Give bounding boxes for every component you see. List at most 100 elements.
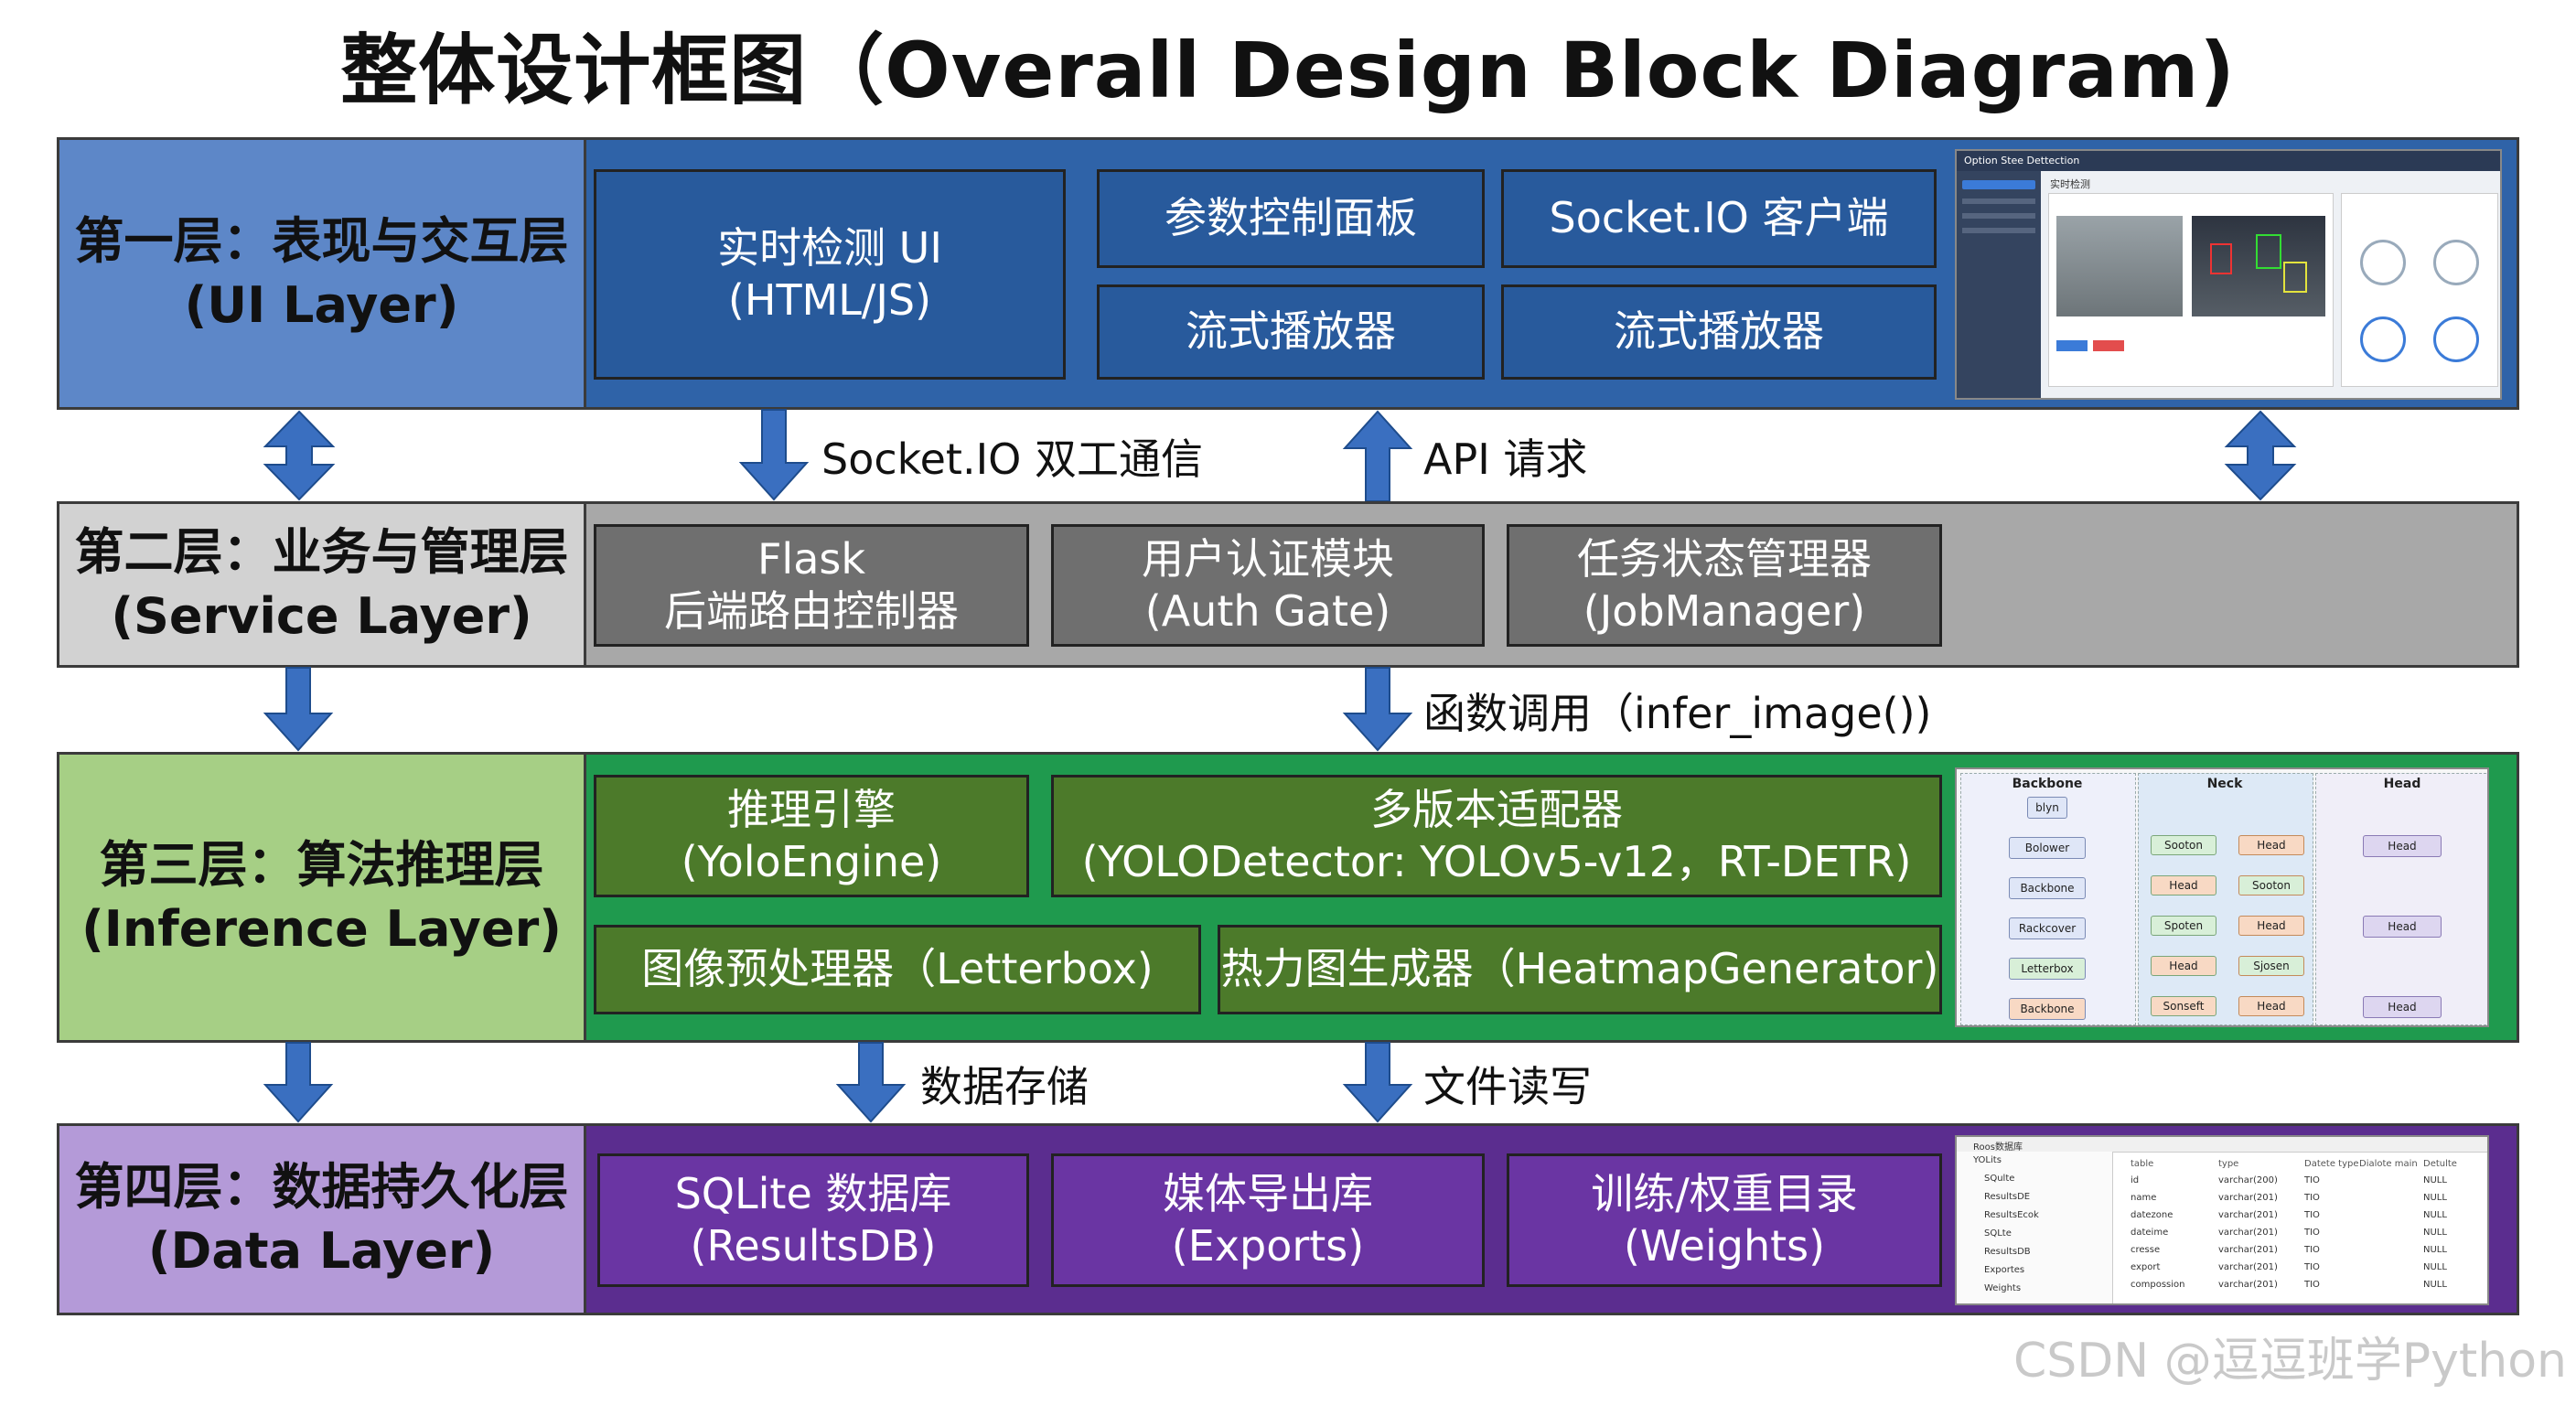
box-line1: SQLite 数据库 xyxy=(674,1168,952,1218)
gauge-icon xyxy=(2433,316,2479,362)
db-cell: compossion xyxy=(2131,1280,2185,1290)
stream-player-box-1: 流式播放器 xyxy=(1097,284,1485,380)
thumb-button xyxy=(2056,340,2088,351)
db-column-header: Datete type xyxy=(2304,1159,2359,1169)
db-toolbar xyxy=(1957,1137,2487,1153)
data-layer-name: 第四层：数据持久化层 xyxy=(74,1157,569,1216)
net-column-panel xyxy=(2315,773,2487,1025)
box-line2: (YOLODetector: YOLOv5-v12，RT-DETR) xyxy=(1081,837,1912,886)
ui-layer-name: 第一层：表现与交互层 xyxy=(74,211,569,270)
inference-layer-sub: (Inference Layer) xyxy=(81,900,562,958)
db-cell: NULL xyxy=(2423,1280,2447,1290)
media-exports-box: 媒体导出库 (Exports) xyxy=(1051,1153,1485,1287)
inference-layer-label: 第三层：算法推理层 (Inference Layer) xyxy=(59,755,586,1040)
heatmap-generator-box: 热力图生成器（HeatmapGenerator) xyxy=(1218,925,1942,1014)
service-layer-label: 第二层：业务与管理层 (Service Layer) xyxy=(59,504,586,665)
db-tree-item: Weights xyxy=(1984,1283,2022,1293)
box-line2: (Auth Gate) xyxy=(1144,586,1391,636)
store-arrow-label: 数据存储 xyxy=(920,1062,1089,1111)
thumb-gauge-panel xyxy=(2341,193,2498,387)
db-cell: NULL xyxy=(2423,1228,2447,1238)
down-arrow-store xyxy=(835,1042,907,1123)
gauge-icon xyxy=(2360,316,2406,362)
neck-node: Head xyxy=(2151,956,2216,976)
db-tree-item: SQulte xyxy=(1984,1174,2015,1184)
net-column-title: Backbone xyxy=(2012,777,2083,791)
realtime-ui-box: 实时检测 UI (HTML/JS) xyxy=(594,169,1066,380)
head-node: Head xyxy=(2363,996,2442,1018)
db-cell: dateime xyxy=(2131,1228,2169,1238)
db-tree-item: Exportes xyxy=(1984,1265,2025,1275)
box-line1: 推理引擎 xyxy=(727,784,896,834)
db-column-header: Dialote main xyxy=(2359,1159,2418,1169)
thumb-bbox xyxy=(2256,234,2281,269)
thumb-sidebar-item xyxy=(1962,228,2035,233)
db-cell: NULL xyxy=(2423,1210,2447,1220)
thumb-bbox xyxy=(2283,262,2307,293)
neck-node: Head xyxy=(2238,835,2304,855)
db-cell: NULL xyxy=(2423,1262,2447,1272)
db-tree-item: YOLits xyxy=(1973,1155,2002,1165)
down-arrow-socket xyxy=(738,409,810,501)
backbone-node: Backbone xyxy=(2009,998,2086,1020)
thumb-video-panel xyxy=(2048,193,2334,387)
neck-node: Sooton xyxy=(2238,875,2304,896)
ui-layer-sub: (UI Layer) xyxy=(184,276,459,334)
db-cell: TIO xyxy=(2304,1228,2320,1238)
ui-screenshot-thumbnail: Option Stee Dettection 实时检测 xyxy=(1955,149,2502,400)
inference-layer-name: 第三层：算法推理层 xyxy=(99,835,544,894)
db-cell: TIO xyxy=(2304,1280,2320,1290)
box-line2: (ResultsDB) xyxy=(690,1221,937,1271)
yolo-engine-box: 推理引擎 (YoloEngine) xyxy=(594,775,1029,897)
box-line1: 任务状态管理器 xyxy=(1577,533,1872,584)
box-line2: (JobManager) xyxy=(1583,586,1866,636)
neck-node: Sonseft xyxy=(2151,996,2216,1016)
db-cell: datezone xyxy=(2131,1210,2174,1220)
box-line1: 媒体导出库 xyxy=(1163,1168,1373,1218)
db-cell: id xyxy=(2131,1175,2140,1185)
thumb-video-detected xyxy=(2192,216,2325,316)
thumb-sidebar-active xyxy=(1962,180,2035,189)
param-panel-box: 参数控制面板 xyxy=(1097,169,1485,268)
box-line2: (Exports) xyxy=(1171,1221,1365,1271)
ui-layer-label: 第一层：表现与交互层 (UI Layer) xyxy=(59,140,586,407)
weights-dir-box: 训练/权重目录 (Weights) xyxy=(1507,1153,1942,1287)
db-cell: varchar(201) xyxy=(2218,1193,2278,1203)
sqlite-db-box: SQLite 数据库 (ResultsDB) xyxy=(597,1153,1029,1287)
box-line1: Socket.IO 客户端 xyxy=(1549,193,1889,243)
box-line1: 流式播放器 xyxy=(1186,306,1396,357)
db-root: Roos数据库 xyxy=(1973,1142,2023,1153)
multi-version-adapter-box: 多版本适配器 (YOLODetector: YOLOv5-v12，RT-DETR… xyxy=(1051,775,1942,897)
up-arrow-api xyxy=(1342,410,1413,502)
bidirectional-arrow-right xyxy=(2224,410,2297,501)
socket-arrow-label: Socket.IO 双工通信 xyxy=(821,434,1203,484)
ui-layer: 第一层：表现与交互层 (UI Layer) 实时检测 UI (HTML/JS) … xyxy=(57,137,2519,410)
db-column-header: Detulte xyxy=(2423,1159,2457,1169)
db-tree-item: ResultsDB xyxy=(1984,1247,2031,1257)
db-tree-item: SQLte xyxy=(1984,1228,2012,1239)
backbone-node: Letterbox xyxy=(2009,958,2086,980)
page-title: 整体设计框图（Overall Design Block Diagram) xyxy=(340,26,2236,115)
box-line1: 训练/权重目录 xyxy=(1591,1168,1858,1218)
db-cell: varchar(201) xyxy=(2218,1210,2278,1220)
db-cell: varchar(201) xyxy=(2218,1245,2278,1255)
db-cell: TIO xyxy=(2304,1262,2320,1272)
down-arrow-left-2 xyxy=(263,667,334,752)
data-layer-body: SQLite 数据库 (ResultsDB) 媒体导出库 (Exports) 训… xyxy=(586,1126,2517,1313)
neck-node: Head xyxy=(2238,996,2304,1016)
db-column-header: type xyxy=(2218,1159,2239,1169)
box-line1: Flask xyxy=(757,533,866,584)
box-line1: 参数控制面板 xyxy=(1165,193,1417,243)
infer-arrow-label: 函数调用（infer_image()) xyxy=(1423,689,1932,738)
job-manager-box: 任务状态管理器 (JobManager) xyxy=(1507,524,1942,647)
thumb-sidebar-item xyxy=(1962,198,2035,204)
down-arrow-file xyxy=(1342,1042,1413,1123)
auth-gate-box: 用户认证模块 (Auth Gate) xyxy=(1051,524,1485,647)
thumb-app-title: Option Stee Dettection xyxy=(1964,155,2080,166)
box-line1: 实时检测 UI xyxy=(717,222,942,273)
db-cell: TIO xyxy=(2304,1175,2320,1185)
db-cell: TIO xyxy=(2304,1210,2320,1220)
db-cell: name xyxy=(2131,1193,2157,1203)
data-layer-sub: (Data Layer) xyxy=(147,1222,496,1280)
gauge-icon xyxy=(2433,240,2479,285)
